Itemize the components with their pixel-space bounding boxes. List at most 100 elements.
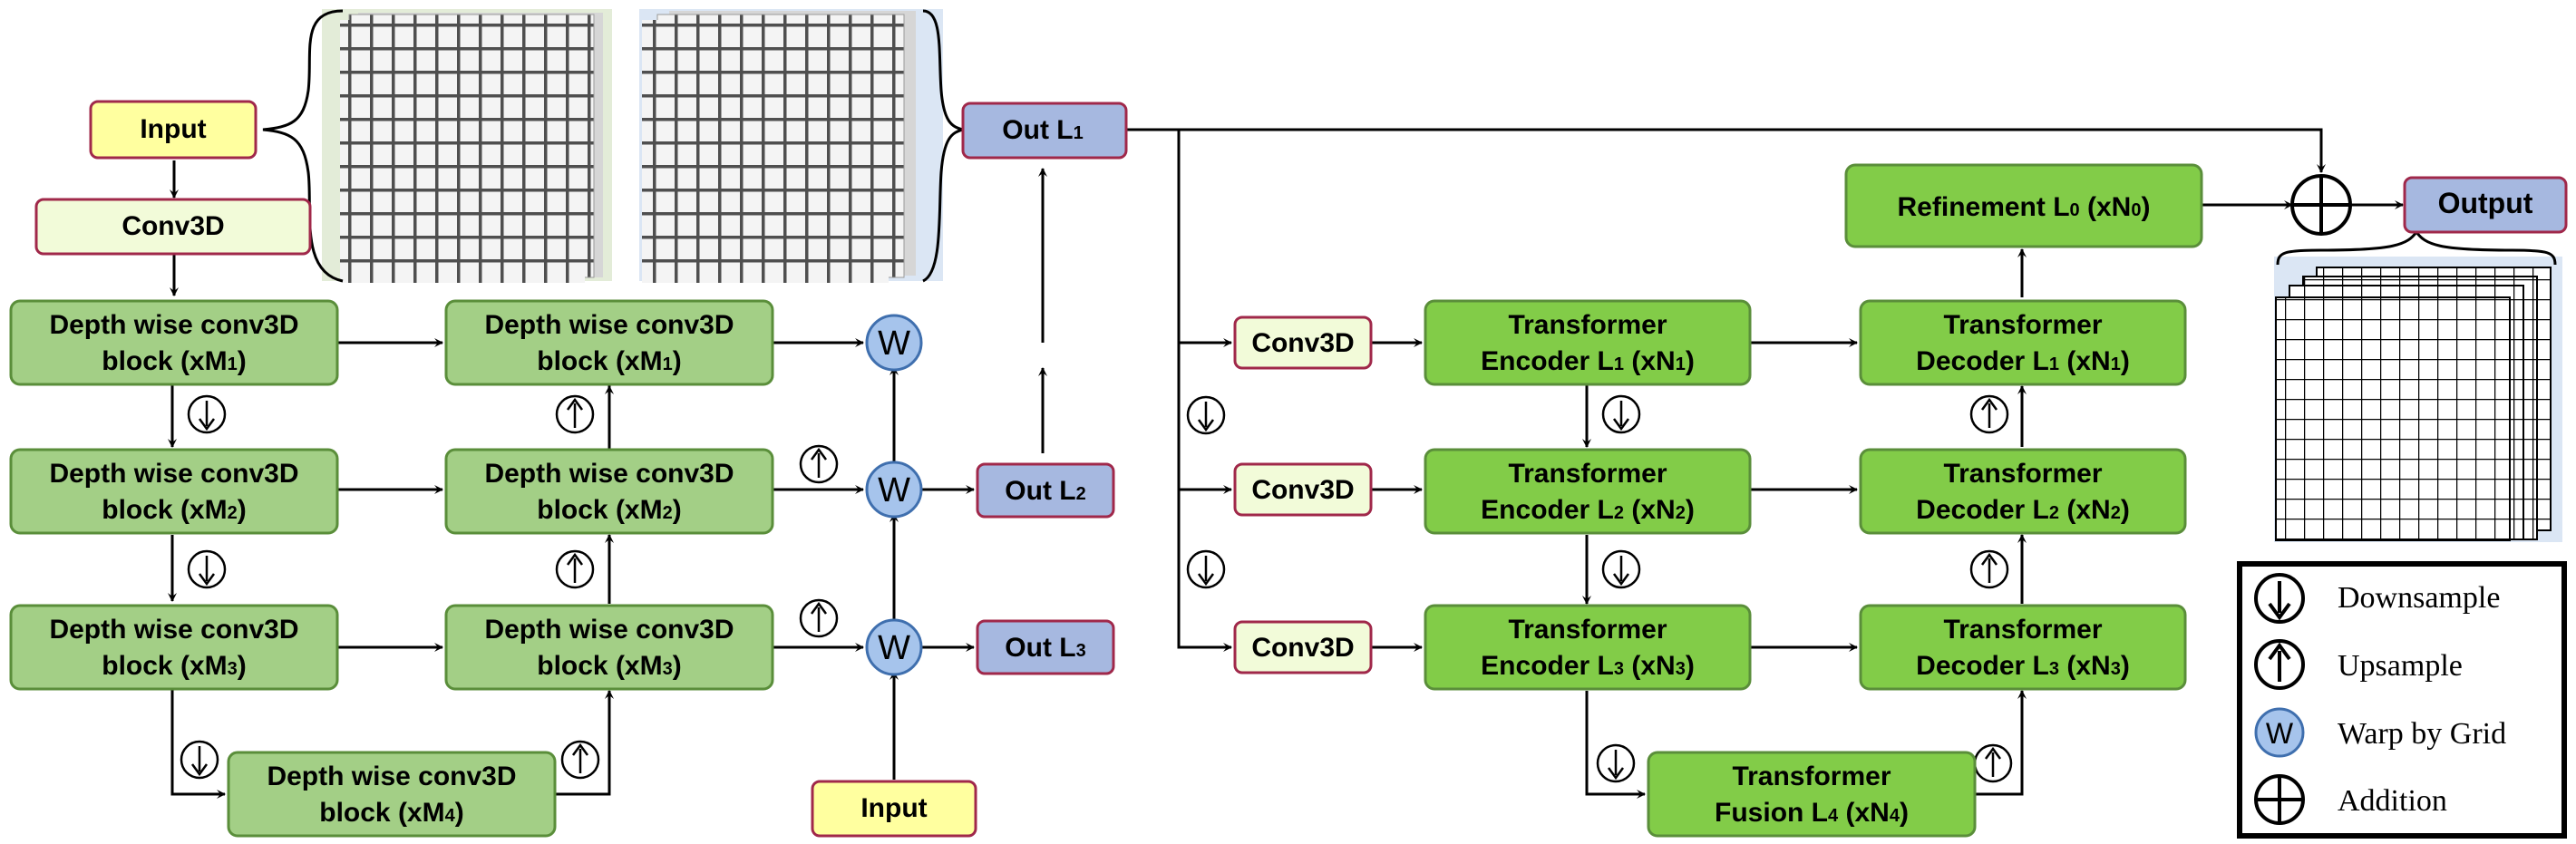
svg-text:Depth wise conv3D: Depth wise conv3D xyxy=(484,459,734,489)
dw-block-dec-3: Depth wise conv3D block (xM3) xyxy=(444,604,774,691)
downsample-icon xyxy=(2254,573,2305,624)
svg-text:Transformer: Transformer xyxy=(1508,615,1667,645)
svg-text:Decoder L2 (xN2): Decoder L2 (xN2) xyxy=(1916,495,2130,525)
output-box: Output xyxy=(2403,176,2568,234)
downsample-icon xyxy=(187,394,227,434)
svg-text:block (xM2): block (xM2) xyxy=(102,495,246,525)
out-l3-box: Out L3 xyxy=(976,619,1115,675)
warp-node-2: W xyxy=(865,461,923,519)
svg-text:Decoder L1 (xN1): Decoder L1 (xN1) xyxy=(1916,346,2130,376)
dw-block-enc-3: Depth wise conv3D block (xM3) xyxy=(9,604,339,691)
svg-text:Decoder L3 (xN3): Decoder L3 (xN3) xyxy=(1916,651,2130,681)
svg-text:Transformer: Transformer xyxy=(1943,310,2102,340)
downsample-icon xyxy=(1186,395,1226,435)
svg-text:Out L3: Out L3 xyxy=(1005,633,1085,663)
svg-text:W: W xyxy=(878,629,910,667)
warp-icon: W xyxy=(2254,707,2305,758)
flow-volume-image xyxy=(639,9,943,283)
legend: Downsample Upsample W Warp by Grid Addit… xyxy=(2237,561,2567,839)
dw-block-bottom-4: Depth wise conv3D block (xM4) xyxy=(227,751,557,838)
connectors xyxy=(168,128,2404,799)
downsample-icon xyxy=(1601,549,1641,589)
downsample-icon xyxy=(180,740,219,780)
dw-block-dec-1: Depth wise conv3D block (xM1) xyxy=(444,299,774,386)
svg-text:Depth wise conv3D: Depth wise conv3D xyxy=(49,459,298,489)
svg-text:Conv3D: Conv3D xyxy=(1251,633,1354,663)
svg-text:Conv3D: Conv3D xyxy=(1251,328,1354,358)
warp-node-1: W xyxy=(865,314,923,372)
addition-icon xyxy=(2254,774,2305,825)
warp-node-3: W xyxy=(865,618,923,676)
svg-text:Out L2: Out L2 xyxy=(1005,476,1085,506)
svg-text:block (xM1): block (xM1) xyxy=(102,346,246,376)
svg-text:Depth wise conv3D: Depth wise conv3D xyxy=(267,762,516,791)
conv3d-box-right-3: Conv3D xyxy=(1233,620,1373,674)
downsample-icon xyxy=(1186,549,1226,589)
upsample-icon xyxy=(555,394,595,434)
output-volume-image xyxy=(2274,257,2562,542)
dw-block-enc-2: Depth wise conv3D block (xM2) xyxy=(9,448,339,535)
upsample-icon xyxy=(1969,549,2009,589)
svg-text:W: W xyxy=(878,325,910,363)
legend-downsample-label: Downsample xyxy=(2338,581,2500,615)
transformer-fusion-4: Transformer Fusion L4 (xN4) xyxy=(1647,751,1977,838)
svg-text:Transformer: Transformer xyxy=(1508,459,1667,489)
svg-text:block (xM3): block (xM3) xyxy=(537,651,681,681)
legend-addition-label: Addition xyxy=(2338,784,2447,818)
svg-text:Transformer: Transformer xyxy=(1732,762,1891,791)
legend-warp-label: Warp by Grid xyxy=(2338,717,2506,751)
svg-text:Conv3D: Conv3D xyxy=(122,211,224,241)
upsample-icon xyxy=(1973,743,2013,783)
svg-text:Depth wise conv3D: Depth wise conv3D xyxy=(49,310,298,340)
svg-text:Transformer: Transformer xyxy=(1508,310,1667,340)
downsample-icon xyxy=(1596,743,1636,783)
downsample-icon xyxy=(187,549,227,589)
svg-text:Input: Input xyxy=(860,793,927,823)
svg-text:W: W xyxy=(878,471,910,509)
downsample-icon xyxy=(1601,394,1641,434)
refinement-box: Refinement L0 (xN0) xyxy=(1844,163,2203,248)
svg-text:Depth wise conv3D: Depth wise conv3D xyxy=(484,615,734,645)
input-volume-image xyxy=(322,9,612,283)
svg-text:Input: Input xyxy=(140,114,206,144)
svg-text:Refinement L0 (xN0): Refinement L0 (xN0) xyxy=(1898,192,2151,222)
out-l2-box: Out L2 xyxy=(976,462,1115,519)
upsample-icon xyxy=(799,444,839,484)
svg-text:Output: Output xyxy=(2438,187,2533,219)
transformer-decoder-3: Transformer Decoder L3 (xN3) xyxy=(1859,604,2187,691)
svg-text:Encoder L1 (xN1): Encoder L1 (xN1) xyxy=(1481,346,1695,376)
svg-text:Transformer: Transformer xyxy=(1943,459,2102,489)
conv3d-box-top: Conv3D xyxy=(34,198,312,256)
dw-block-dec-2: Depth wise conv3D block (xM2) xyxy=(444,448,774,535)
upsample-icon xyxy=(2254,639,2305,690)
conv3d-box-right-2: Conv3D xyxy=(1233,462,1373,517)
svg-text:Encoder L2 (xN2): Encoder L2 (xN2) xyxy=(1481,495,1695,525)
flow-down-arrows xyxy=(180,394,2013,783)
svg-text:Transformer: Transformer xyxy=(1943,615,2102,645)
upsample-icon xyxy=(1969,394,2009,434)
transformer-decoder-2: Transformer Decoder L2 (xN2) xyxy=(1859,448,2187,535)
svg-text:block (xM4): block (xM4) xyxy=(319,798,463,828)
transformer-encoder-3: Transformer Encoder L3 (xN3) xyxy=(1424,604,1752,691)
svg-text:block (xM3): block (xM3) xyxy=(102,651,246,681)
svg-text:Depth wise conv3D: Depth wise conv3D xyxy=(484,310,734,340)
transformer-encoder-1: Transformer Encoder L1 (xN1) xyxy=(1424,299,1752,386)
svg-text:block (xM2): block (xM2) xyxy=(537,495,681,525)
svg-text:Fusion L4 (xN4): Fusion L4 (xN4) xyxy=(1715,798,1909,828)
addition-node xyxy=(2290,174,2352,236)
transformer-decoder-1: Transformer Decoder L1 (xN1) xyxy=(1859,299,2187,386)
transformer-encoder-2: Transformer Encoder L2 (xN2) xyxy=(1424,448,1752,535)
svg-text:block (xM1): block (xM1) xyxy=(537,346,681,376)
dw-block-enc-1: Depth wise conv3D block (xM1) xyxy=(9,299,339,386)
legend-upsample-label: Upsample xyxy=(2338,649,2463,683)
svg-text:Encoder L3 (xN3): Encoder L3 (xN3) xyxy=(1481,651,1695,681)
svg-text:W: W xyxy=(2266,717,2294,750)
upsample-icon xyxy=(560,740,600,780)
upsample-icon xyxy=(555,549,595,589)
upsample-icon xyxy=(799,598,839,638)
out-l1-box: Out L1 xyxy=(961,102,1128,160)
input-box-bottom: Input xyxy=(811,780,977,838)
input-box-top: Input xyxy=(89,100,258,160)
conv3d-box-right-1: Conv3D xyxy=(1233,315,1373,370)
